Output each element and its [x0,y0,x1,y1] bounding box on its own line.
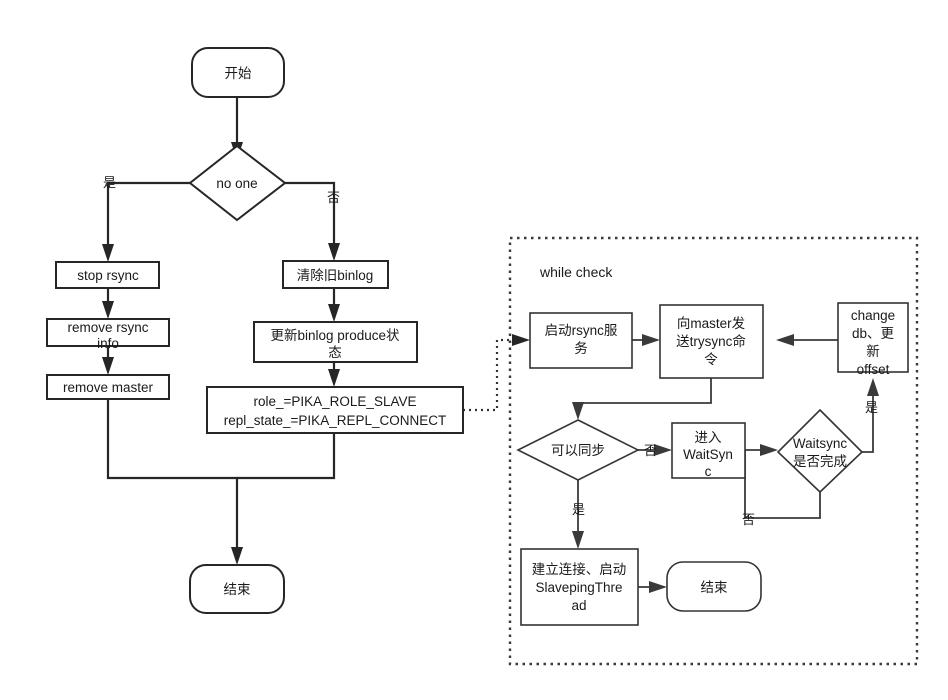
node-update-binlog-line1: 更新binlog produce状 [270,328,400,343]
edge-label-waitsync-no: 否 [742,512,755,527]
node-enter-waitsync-line3: c [705,464,712,479]
node-stop-rsync-label: stop rsync [77,268,139,283]
node-enter-waitsync[interactable]: 进入 WaitSyn c [671,422,746,479]
node-no-one[interactable]: no one [188,144,287,222]
node-remove-rsync-info-line1: remove rsync [67,320,148,335]
node-end-right[interactable]: 结束 [666,561,762,612]
node-build-conn-line3: ad [571,598,586,613]
node-build-conn-line2: SlavepingThre [535,580,622,595]
node-send-trysync-line3: 令 [704,352,718,367]
edge-changedb-to-sendtrysync [776,334,838,346]
node-send-trysync-line2: 送trysync命 [676,333,746,349]
edge-removemaster-to-end [106,398,243,565]
edge-label-cansync-yes: 是 [572,502,585,517]
node-start-rsync-service-line2: 务 [574,341,588,356]
node-remove-master-label: remove master [63,380,154,395]
node-start-label: 开始 [225,66,252,81]
node-role-state-line2: repl_state_=PIKA_REPL_CONNECT [224,413,446,428]
edge-rolestate-to-end [237,433,336,480]
node-role-state[interactable]: role_=PIKA_ROLE_SLAVE repl_state_=PIKA_R… [206,386,464,434]
edge-label-no-right: 否 [327,190,340,205]
edge-startrsync-to-sendtrysync [632,334,660,346]
node-role-state-line1: role_=PIKA_ROLE_SLAVE [254,394,417,409]
edge-buildconn-to-endright [638,581,667,593]
edge-label-cansync-no: 否 [644,443,657,458]
node-can-sync-label: 可以同步 [551,443,605,458]
node-send-trysync[interactable]: 向master发 送trysync命 令 [659,304,764,379]
node-remove-rsync-info-line2: info [97,336,119,351]
node-clear-binlog-label: 清除旧binlog [297,268,374,283]
node-build-conn-line1: 建立连接、启动 [532,561,627,577]
while-check-panel-label: while check [539,264,613,280]
edge-noone-no [285,181,340,261]
node-start-rsync-service[interactable]: 启动rsync服 务 [529,312,633,369]
node-build-conn[interactable]: 建立连接、启动 SlavepingThre ad [520,548,639,626]
node-change-db-offset[interactable]: change db、更 新 offset [837,302,909,377]
node-remove-master[interactable]: remove master [46,374,170,400]
node-end-left-label: 结束 [224,582,251,597]
edge-stoprsync-to-removersyncinfo [102,287,114,319]
node-change-db-offset-line3: 新 [866,344,880,359]
edge-label-waitsync-yes: 是 [865,400,878,415]
node-clear-binlog[interactable]: 清除旧binlog [282,260,389,289]
node-can-sync[interactable]: 可以同步 [516,419,640,481]
node-end-left[interactable]: 结束 [189,564,285,614]
node-stop-rsync[interactable]: stop rsync [55,261,160,289]
node-enter-waitsync-line1: 进入 [695,430,723,445]
node-update-binlog-line2: 态 [328,345,342,360]
edge-rolestate-to-panel-dotted [463,334,530,412]
node-start-rsync-service-line1: 启动rsync服 [545,323,618,338]
edge-sendtrysync-to-cansync [572,378,712,420]
node-remove-rsync-info[interactable]: remove rsync info [46,318,170,351]
node-waitsync-done-line1: Waitsync [793,436,848,451]
node-change-db-offset-line1: change [851,308,895,323]
edge-clearbinlog-to-updatebinlog [328,287,340,322]
node-no-one-label: no one [216,176,257,191]
edge-enterwaitsync-to-waitsyncdone [745,444,778,456]
edge-cansync-no [638,444,672,456]
edge-waitsync-yes [862,378,879,453]
node-change-db-offset-line2: db、更 [852,326,895,341]
edge-noone-yes [102,181,190,262]
edge-cansync-yes [572,480,584,549]
node-end-right-label: 结束 [701,580,729,595]
node-enter-waitsync-line2: WaitSyn [683,447,733,462]
while-check-panel [508,236,919,666]
node-update-binlog[interactable]: 更新binlog produce状 态 [253,321,418,363]
node-waitsync-done[interactable]: Waitsync 是否完成 [776,408,864,494]
edge-waitsync-no [744,450,821,519]
edge-removersyncinfo-to-removemaster [102,345,114,375]
edge-updatebinlog-to-rolestate [328,361,340,387]
node-waitsync-done-line2: 是否完成 [793,454,847,469]
edge-label-yes-left: 是 [103,175,116,190]
node-start[interactable]: 开始 [191,47,285,98]
node-send-trysync-line1: 向master发 [677,316,746,331]
node-change-db-offset-line4: offset [857,362,890,377]
